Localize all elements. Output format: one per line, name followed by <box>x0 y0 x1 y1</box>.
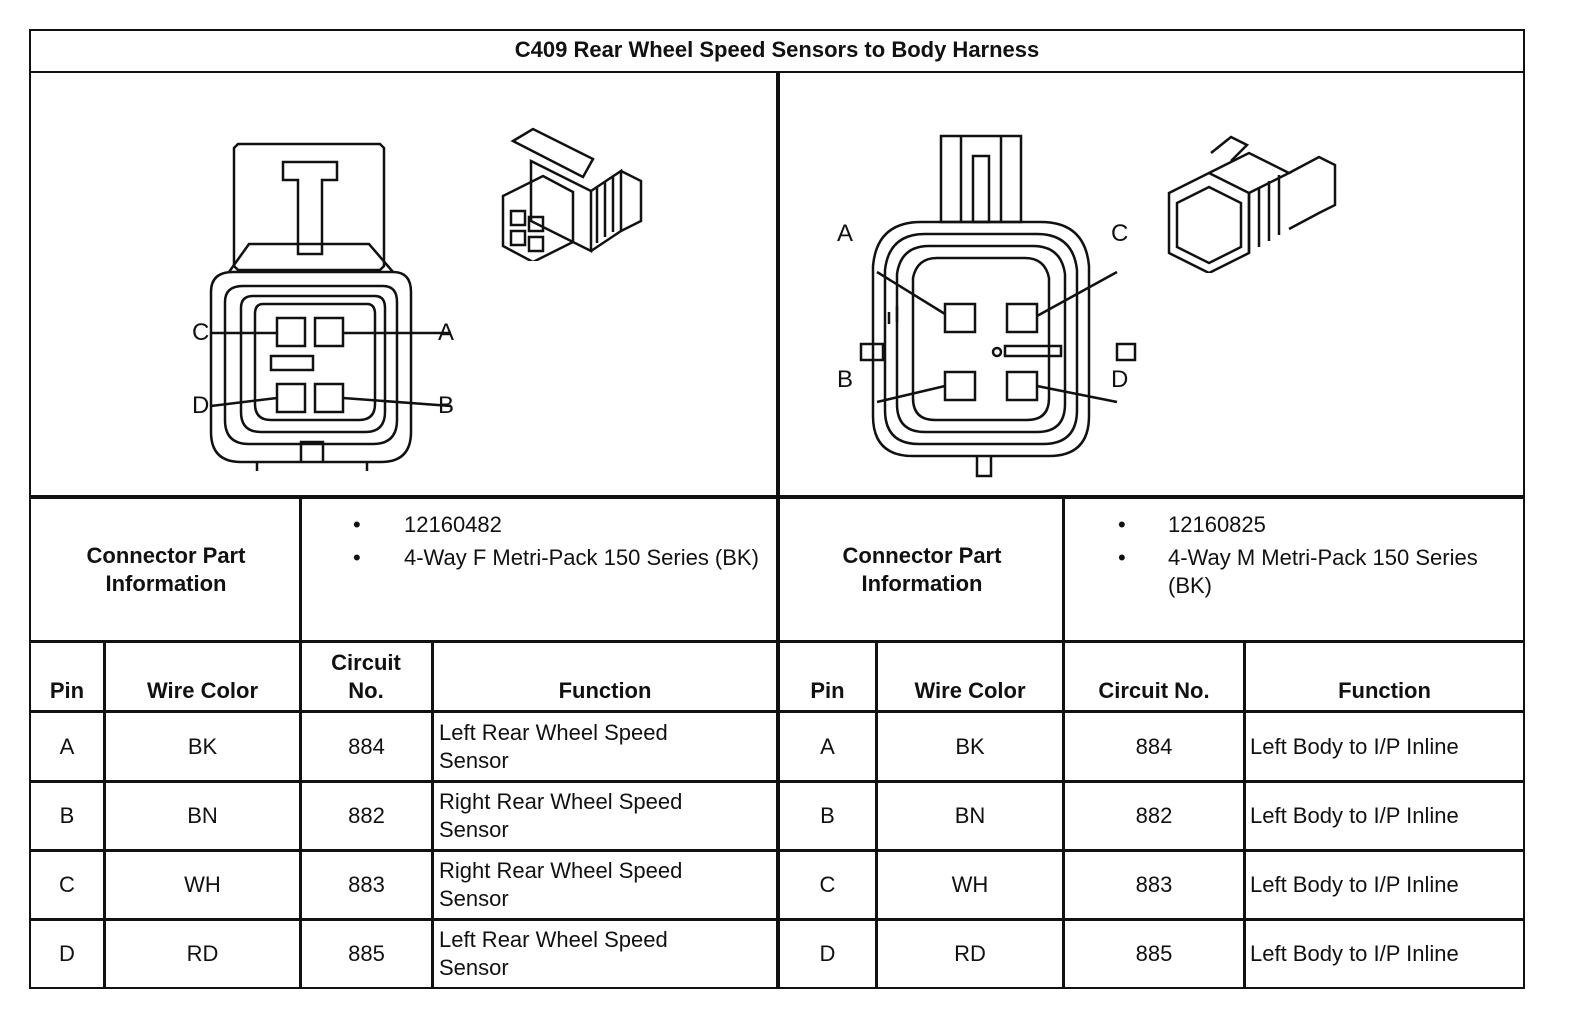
pin-cell: B <box>59 803 75 828</box>
right-header-function: Function <box>1338 678 1431 703</box>
left-header-pin: Pin <box>49 678 85 703</box>
left-header-circuit: Circuit No. <box>331 650 401 703</box>
right-header-pin: Pin <box>810 678 845 703</box>
function-cell: Right Rear Wheel Speed Sensor <box>439 858 683 911</box>
pin-cell: C <box>59 872 75 897</box>
left-header-function: Function <box>558 678 652 703</box>
bullet-icon: • <box>1118 545 1126 570</box>
right-pin-label-b: B <box>837 366 854 393</box>
wire-color-cell: WH <box>951 872 989 897</box>
pin-cell: A <box>59 734 75 759</box>
left-pin-label-d: D <box>192 392 210 419</box>
left-connector-description: 4-Way F Metri-Pack 150 Series (BK) <box>404 545 759 570</box>
circuit-cell: 883 <box>348 872 385 897</box>
page-title: C409 Rear Wheel Speed Sensors to Body Ha… <box>514 37 1040 62</box>
function-cell: Left Rear Wheel Speed Sensor <box>439 720 668 773</box>
function-cell: Left Rear Wheel Speed Sensor <box>439 927 668 980</box>
bullet-icon: • <box>353 512 361 537</box>
circuit-cell: 885 <box>348 941 385 966</box>
male-connector-face-diagram <box>859 134 1137 478</box>
wire-color-cell: RD <box>186 941 219 966</box>
female-connector-isometric-icon <box>501 127 643 261</box>
pin-cell: D <box>819 941 836 966</box>
wire-color-cell: RD <box>954 941 986 966</box>
right-info-label: Connector Part Information <box>842 543 1002 596</box>
right-pin-label-a: A <box>837 220 854 247</box>
wire-color-cell: WH <box>184 872 221 897</box>
wire-color-cell: BK <box>187 734 218 759</box>
left-pin-label-b: B <box>438 392 455 419</box>
wire-color-cell: BN <box>187 803 218 828</box>
right-connector-description: 4-Way M Metri-Pack 150 Series (BK) <box>1168 545 1478 598</box>
right-pin-label-d: D <box>1111 366 1129 393</box>
bullet-icon: • <box>1118 512 1126 537</box>
pin-cell: B <box>820 803 835 828</box>
circuit-cell: 884 <box>1135 734 1173 759</box>
wire-color-cell: BN <box>954 803 986 828</box>
circuit-cell: 884 <box>348 734 385 759</box>
connector-sheet: C409 Rear Wheel Speed Sensors to Body Ha… <box>29 29 1525 989</box>
left-part-number: 12160482 <box>404 512 502 537</box>
function-cell: Right Rear Wheel Speed Sensor <box>439 789 683 842</box>
right-pin-label-c: C <box>1111 220 1129 247</box>
left-info-label: Connector Part Information <box>86 543 246 596</box>
function-cell: Left Body to I/P Inline <box>1250 872 1459 897</box>
function-cell: Left Body to I/P Inline <box>1250 734 1459 759</box>
pin-cell: A <box>820 734 835 759</box>
right-part-number: 12160825 <box>1168 512 1266 537</box>
bullet-icon: • <box>353 545 361 570</box>
male-connector-isometric-icon <box>1167 135 1337 273</box>
circuit-cell: 883 <box>1135 872 1173 897</box>
left-pin-label-c: C <box>192 319 210 346</box>
function-cell: Left Body to I/P Inline <box>1250 803 1459 828</box>
female-connector-face-diagram <box>209 142 452 471</box>
circuit-cell: 885 <box>1135 941 1173 966</box>
circuit-cell: 882 <box>348 803 385 828</box>
circuit-cell: 882 <box>1135 803 1173 828</box>
pin-cell: D <box>59 941 75 966</box>
left-header-wire-color: Wire Color <box>146 678 259 703</box>
wire-color-cell: BK <box>955 734 985 759</box>
pin-cell: C <box>819 872 836 897</box>
left-pin-label-a: A <box>438 319 455 346</box>
right-header-circuit: Circuit No. <box>1098 678 1210 703</box>
function-cell: Left Body to I/P Inline <box>1250 941 1459 966</box>
right-header-wire-color: Wire Color <box>914 678 1026 703</box>
